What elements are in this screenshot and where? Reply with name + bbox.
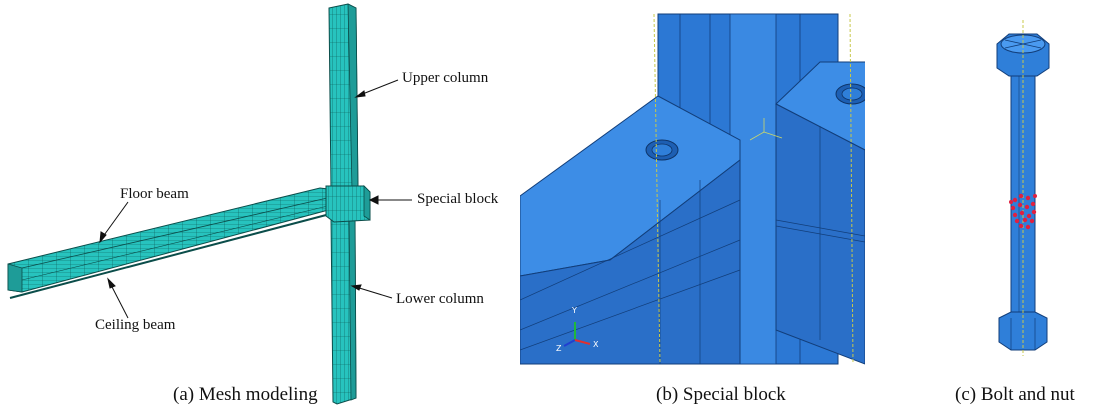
panel-bolt-and-nut: (c) Bolt and nut: [935, 0, 1096, 414]
caption-a: (a) Mesh modeling: [173, 384, 318, 405]
floor-beam-arrow: [101, 201, 129, 239]
ceiling-beam-arrow: [109, 282, 129, 319]
upper-column-arrow: [359, 79, 399, 96]
panel-special-block: Y Z X (b) Special block: [520, 0, 865, 414]
caption-c: (c) Bolt and nut: [955, 384, 1075, 405]
ceiling-beam-label: Ceiling beam: [95, 317, 176, 333]
special-block-label: Special block: [417, 191, 499, 207]
triad-x-label: X: [593, 340, 599, 349]
caption-b: (b) Special block: [656, 384, 786, 405]
mesh-model-figure: [7, 3, 412, 405]
upper-column-label: Upper column: [402, 70, 489, 86]
floor-beam-label: Floor beam: [120, 186, 189, 202]
panel-mesh-modeling: Upper column Floor beam Special block Lo…: [0, 0, 515, 414]
special-block-mesh: [325, 185, 371, 223]
ceiling-beam-edge: [9, 213, 331, 299]
axis-triad: [563, 322, 591, 347]
special-block-figure: [520, 13, 865, 365]
centerline-right: [849, 13, 854, 365]
beam-side-face: [520, 158, 741, 365]
lower-column-label: Lower column: [396, 291, 484, 307]
lower-column-arrow: [355, 286, 393, 299]
triad-y-label: Y: [572, 306, 577, 315]
centerline-left: [653, 13, 661, 365]
selected-nodes: [1009, 193, 1037, 230]
bolt-figure: [996, 20, 1050, 356]
triad-z-label: Z: [556, 344, 562, 353]
floor-beam-mesh: [7, 187, 337, 293]
local-csys: [749, 118, 783, 141]
